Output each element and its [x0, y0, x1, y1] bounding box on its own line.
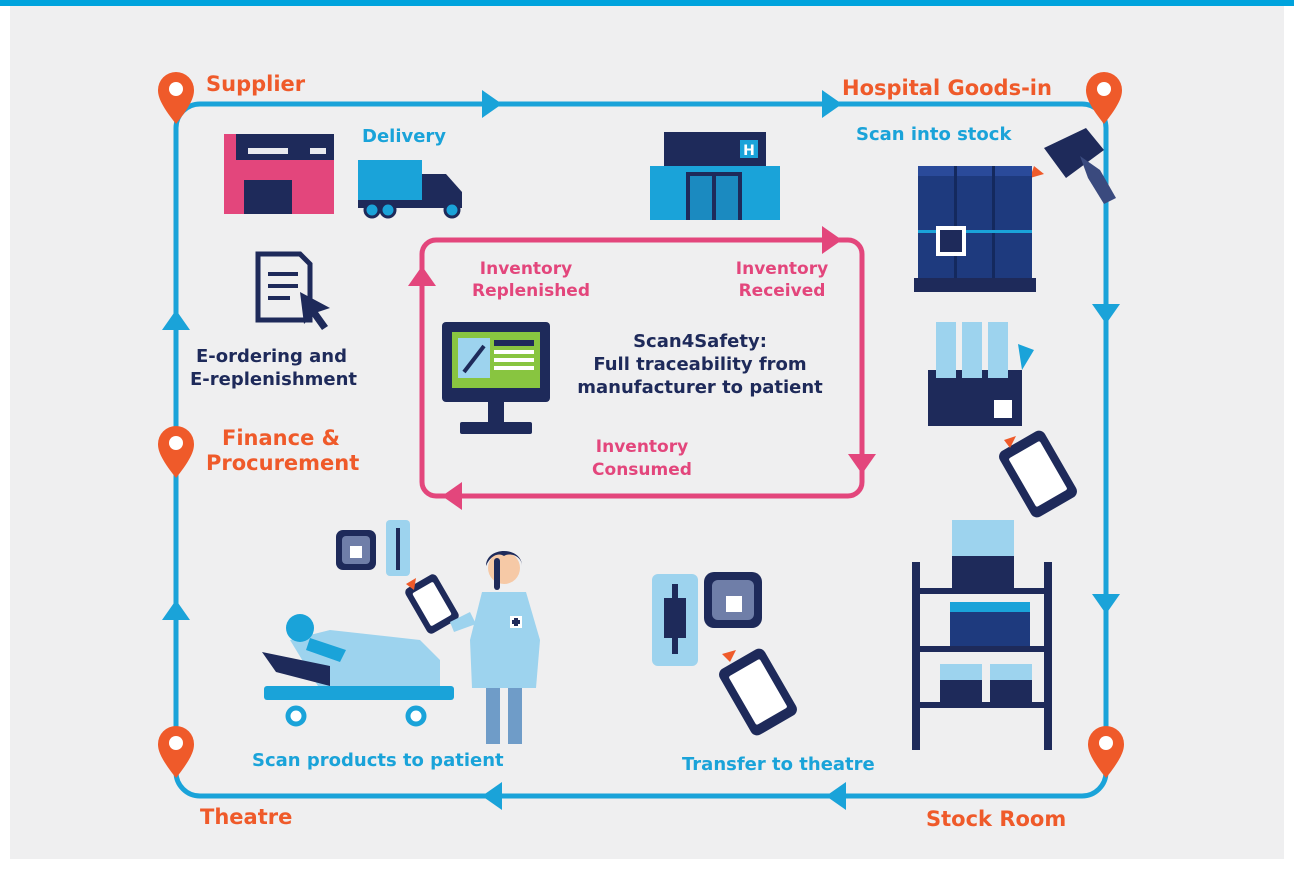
- delivery-truck-icon: [358, 160, 462, 219]
- tablet-icon: [999, 430, 1077, 518]
- arrow-left-icon: [826, 782, 846, 810]
- hospital-sign: H: [743, 143, 755, 159]
- arrow-down-icon: [848, 454, 876, 474]
- tablet-icon: [719, 648, 797, 736]
- nurse-icon: [450, 551, 540, 744]
- syringe-pack-icon: [386, 520, 410, 576]
- arrow-up-icon: [408, 266, 436, 286]
- step-label-eordering-line2: E-replenishment: [190, 369, 358, 390]
- implant-pack-icon: [704, 572, 762, 628]
- location-pin-icon: [158, 426, 194, 478]
- syringe-box-icon: [928, 322, 1034, 426]
- location-label-theatre: Theatre: [200, 805, 293, 829]
- location-label-finance-line2: Procurement: [206, 451, 360, 475]
- location-label-finance-line1: Finance &: [222, 426, 340, 450]
- arrow-left-icon: [482, 782, 502, 810]
- arrow-left-icon: [442, 482, 462, 510]
- hospital-building-icon: H: [650, 132, 780, 220]
- location-label-stock-room: Stock Room: [926, 807, 1067, 831]
- barcode-scanner-icon: [1030, 128, 1116, 204]
- arrow-right-icon: [822, 226, 842, 254]
- center-text-line2: Full traceability from: [593, 354, 807, 375]
- arrow-right-icon: [822, 90, 842, 118]
- implant-pack-icon: [336, 530, 376, 570]
- inner-label-consumed-line2: Consumed: [592, 460, 692, 480]
- inner-inventory-loop: [419, 237, 865, 499]
- top-accent-bar: [0, 0, 1294, 6]
- syringe-pack-icon: [652, 574, 698, 666]
- location-pin-icon: [158, 72, 194, 124]
- arrow-up-icon: [162, 600, 190, 620]
- step-label-eordering-line1: E-ordering and: [196, 346, 347, 367]
- location-label-supplier: Supplier: [206, 72, 306, 96]
- computer-monitor-icon: [442, 322, 550, 434]
- document-cursor-icon: [255, 251, 330, 330]
- arrow-down-icon: [1092, 594, 1120, 614]
- center-text-line3: manufacturer to patient: [577, 377, 823, 398]
- inner-label-received-line1: Inventory: [735, 259, 829, 279]
- inner-label-replenished-line2: Replenished: [472, 281, 590, 301]
- step-label-scan-into-stock: Scan into stock: [856, 124, 1012, 145]
- arrow-up-icon: [162, 310, 190, 330]
- patient-bed-icon: [262, 614, 454, 727]
- location-pin-icon: [158, 726, 194, 778]
- warehouse-icon: [224, 134, 334, 214]
- step-label-scan-products-to-patient: Scan products to patient: [252, 750, 504, 771]
- arrow-down-icon: [1092, 304, 1120, 324]
- location-label-hospital-goods-in: Hospital Goods-in: [842, 76, 1052, 100]
- location-pin-icon: [1086, 72, 1122, 124]
- step-label-delivery: Delivery: [362, 126, 447, 147]
- location-pin-icon: [1088, 726, 1124, 778]
- step-label-transfer-to-theatre: Transfer to theatre: [682, 754, 875, 775]
- inner-label-consumed-line1: Inventory: [595, 437, 689, 457]
- tablet-icon: [405, 574, 459, 634]
- stock-pallet-icon: [914, 166, 1036, 292]
- inner-label-replenished-line1: Inventory: [479, 259, 573, 279]
- inner-label-received-line2: Received: [738, 281, 826, 301]
- center-text-line1: Scan4Safety:: [633, 331, 767, 352]
- arrow-right-icon: [482, 90, 502, 118]
- stock-shelving-icon: [912, 520, 1052, 750]
